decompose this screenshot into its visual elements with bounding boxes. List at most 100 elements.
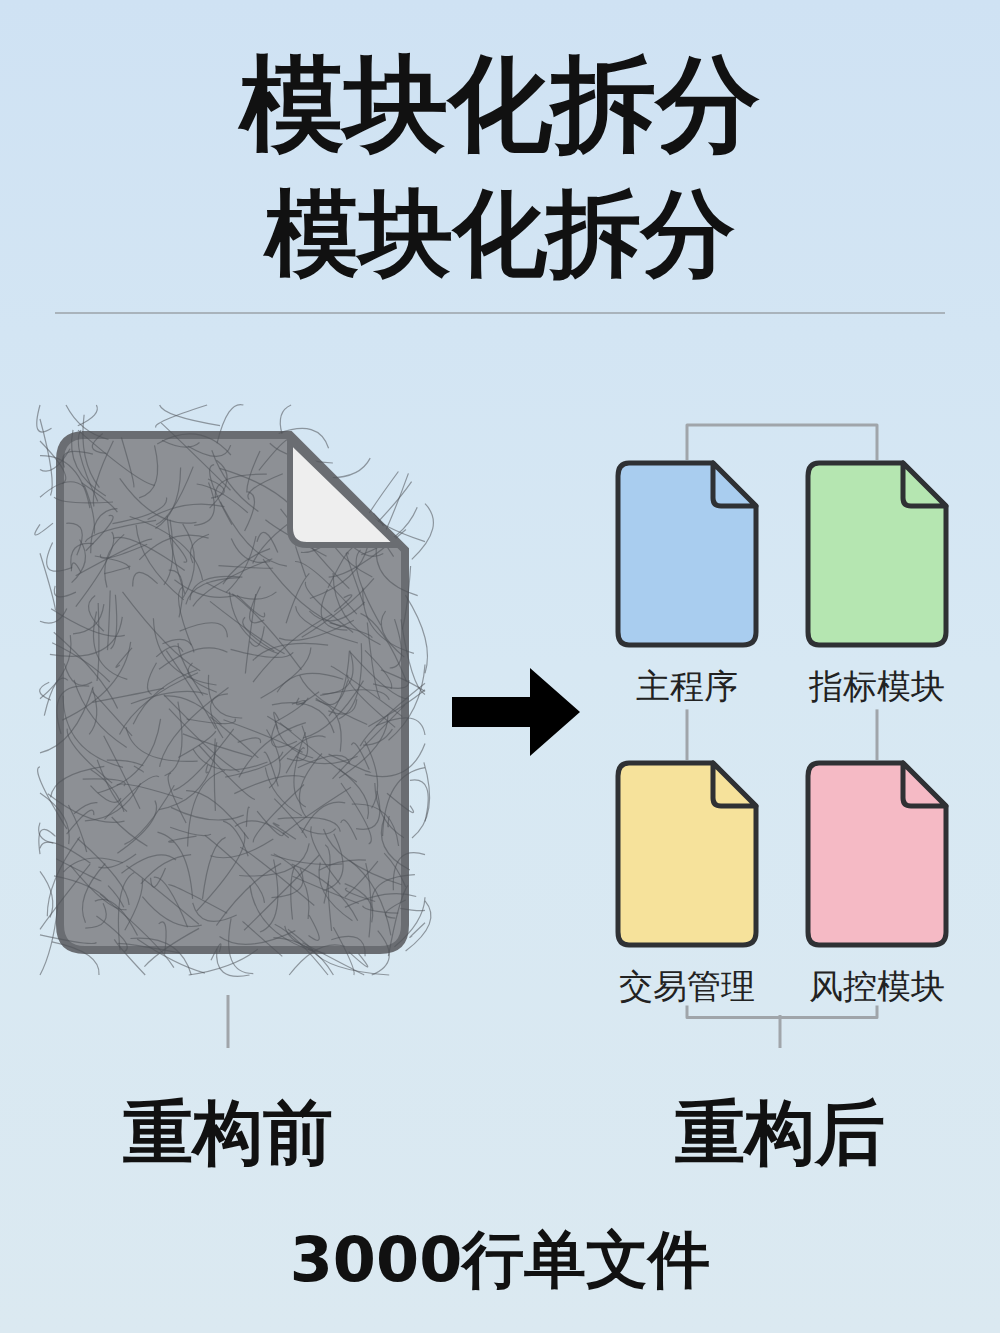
- scribble-stroke: [272, 703, 334, 733]
- scribble-stroke: [367, 623, 380, 699]
- scribble-stroke: [393, 853, 425, 891]
- scribble-stroke: [169, 536, 187, 562]
- scribble-stroke: [365, 650, 392, 688]
- file-icon: [615, 460, 759, 648]
- file-body: [808, 463, 946, 645]
- scribble-stroke: [72, 430, 106, 496]
- scribble-stroke: [217, 405, 243, 444]
- scribble-stroke: [64, 664, 92, 686]
- scribble-stroke: [35, 523, 53, 535]
- scribble-stroke: [360, 683, 425, 746]
- connector-line: [687, 1005, 877, 1017]
- scribble-stroke: [116, 648, 132, 668]
- scribble-stroke: [137, 939, 205, 973]
- scribble-stroke: [169, 885, 228, 913]
- scribble-stroke: [117, 800, 156, 853]
- scribble-stroke: [280, 405, 291, 434]
- scribble-stroke: [237, 595, 265, 617]
- scribble-stroke: [341, 783, 371, 844]
- scribble-stroke: [302, 802, 345, 833]
- scribble-stroke: [160, 405, 220, 426]
- scribble-stroke: [190, 576, 242, 600]
- scribble-stroke: [309, 915, 320, 940]
- scribble-stroke: [208, 479, 224, 498]
- scribble-stroke: [164, 520, 173, 585]
- scribble-stroke: [274, 712, 279, 729]
- scribble-stroke: [78, 405, 98, 426]
- scribble-stroke: [78, 430, 155, 485]
- scribble-stroke: [197, 484, 248, 513]
- scribble-stroke: [328, 699, 357, 714]
- scribble-stroke: [208, 675, 242, 718]
- scribble-stroke: [390, 619, 402, 668]
- scribble-stroke: [40, 456, 90, 508]
- scribble-stroke: [40, 553, 56, 610]
- scribble-stroke: [169, 709, 240, 772]
- title: 模块化拆分: [0, 42, 1000, 167]
- scribble-stroke: [131, 938, 192, 975]
- scribble-stroke: [39, 823, 54, 844]
- scribble-stroke: [48, 794, 125, 823]
- scribble-stroke: [345, 861, 378, 897]
- scribble-stroke: [388, 816, 389, 827]
- scribble-stroke: [385, 473, 408, 531]
- scribble-stroke: [76, 539, 152, 576]
- scribble-stroke: [263, 559, 341, 627]
- scribble-stroke: [40, 441, 66, 484]
- scribble-stroke: [52, 643, 110, 682]
- scribble-stroke: [73, 604, 104, 634]
- scribble-stroke: [159, 648, 227, 669]
- scribble-stroke: [211, 944, 221, 960]
- scribble-stroke: [85, 903, 106, 928]
- scribble-stroke: [67, 729, 112, 783]
- scribble-stroke: [40, 449, 70, 472]
- scribble-stroke: [333, 927, 354, 975]
- scribble-stroke: [250, 587, 265, 623]
- scribble-stroke: [296, 606, 358, 643]
- connector-line: [687, 425, 877, 460]
- scribble-stroke: [133, 572, 158, 586]
- scribble-stroke: [388, 885, 407, 956]
- module-label: 风控模块: [792, 968, 962, 1005]
- scribble-stroke: [40, 419, 52, 496]
- scribble-stroke: [257, 811, 283, 836]
- connector: [687, 425, 877, 460]
- scribble-stroke: [365, 744, 425, 777]
- scribble-stroke: [394, 897, 425, 947]
- scribble-stroke: [168, 773, 186, 823]
- file-icon: [615, 760, 759, 948]
- scribble-stroke: [190, 534, 209, 563]
- scribble-stroke: [400, 908, 425, 910]
- subtitle: 模块化拆分: [0, 178, 1000, 291]
- scribble-stroke: [131, 691, 208, 703]
- file-fold: [713, 763, 756, 806]
- scribble-stroke: [83, 415, 100, 488]
- divider-line: [55, 312, 945, 314]
- scribble-stroke: [121, 438, 134, 488]
- scribble-stroke: [203, 837, 226, 899]
- scribble-stroke: [220, 931, 296, 945]
- scribble-stroke: [331, 936, 365, 956]
- before-label: 重构前: [60, 1088, 396, 1179]
- scribble-stroke: [93, 612, 127, 680]
- scribble-stroke: [244, 855, 319, 930]
- scribble-stroke: [383, 768, 425, 836]
- scribble-stroke: [372, 931, 390, 975]
- scribble-stroke: [66, 523, 82, 555]
- scribble-stroke: [298, 755, 350, 767]
- file-body: [808, 763, 946, 945]
- scribble-stroke: [339, 769, 369, 819]
- scribble-stroke: [229, 918, 254, 973]
- scribble-stroke: [188, 771, 225, 847]
- scribble-stroke: [245, 492, 255, 531]
- scribble-stroke: [253, 785, 304, 843]
- scribble-stroke: [273, 823, 296, 839]
- scribble-stroke: [316, 700, 342, 752]
- scribble-stroke: [38, 767, 67, 829]
- scribble-stroke: [320, 690, 389, 700]
- scribble-stroke: [139, 445, 158, 498]
- scribble-stroke: [295, 561, 357, 614]
- scribble-stroke: [331, 666, 403, 716]
- scribble-stroke: [333, 705, 405, 779]
- scribble-stroke: [52, 942, 99, 975]
